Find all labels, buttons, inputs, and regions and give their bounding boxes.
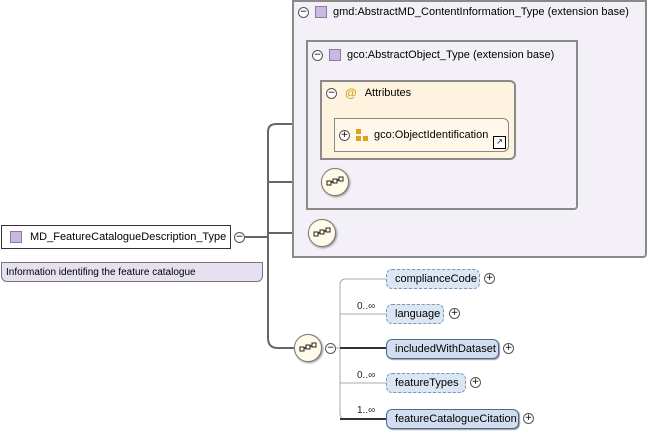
cardinality-label: 1..∞ [357, 405, 376, 416]
collapse-icon[interactable]: − [326, 87, 337, 99]
attribute-group-icon [356, 129, 368, 141]
attributes-title: Attributes [364, 87, 412, 99]
attribute-group-item[interactable]: + gco:ObjectIdentification ↗ [334, 118, 509, 152]
sequence-compositor-icon[interactable] [308, 219, 336, 247]
extension-title: gco:AbstractObject_Type (extension base) [347, 49, 555, 61]
expand-icon[interactable]: + [470, 377, 481, 388]
expand-icon[interactable]: + [339, 129, 350, 141]
element-label: language [395, 308, 441, 320]
complex-type-icon [329, 49, 341, 61]
complex-type-icon [315, 6, 327, 18]
sequence-compositor-icon[interactable] [321, 168, 349, 196]
element-language[interactable]: language [386, 304, 444, 324]
complex-type-icon [10, 231, 22, 243]
attribute-group-label: gco:ObjectIdentification [374, 129, 489, 141]
root-type-label: MD_FeatureCatalogueDescription_Type [30, 231, 227, 243]
collapse-icon[interactable]: − [234, 232, 245, 243]
sequence-compositor-icon[interactable] [294, 334, 322, 362]
expand-icon[interactable]: + [503, 343, 514, 354]
expand-icon[interactable]: + [523, 413, 534, 424]
collapse-icon[interactable]: − [298, 6, 309, 18]
expand-icon[interactable]: + [484, 273, 495, 284]
element-label: featureCatalogueCitation [395, 413, 517, 425]
collapse-icon[interactable]: − [325, 343, 336, 354]
expand-icon[interactable]: + [449, 308, 460, 319]
documentation-text: Information identifing the feature catal… [6, 266, 196, 278]
cardinality-label: 0..∞ [357, 301, 376, 312]
attribute-at-icon: @ [345, 86, 357, 100]
cardinality-label: 0..∞ [357, 370, 376, 381]
root-complex-type[interactable]: MD_FeatureCatalogueDescription_Type [1, 225, 231, 249]
element-label: complianceCode [395, 273, 477, 285]
documentation-annotation: Information identifing the feature catal… [1, 262, 263, 282]
element-label: includedWithDataset [395, 343, 496, 355]
extension-title: gmd:AbstractMD_ContentInformation_Type (… [333, 6, 629, 18]
element-label: featureTypes [395, 377, 459, 389]
element-compliance-code[interactable]: complianceCode [386, 269, 480, 289]
element-feature-types[interactable]: featureTypes [386, 373, 466, 393]
element-feature-catalogue-citation[interactable]: featureCatalogueCitation [386, 409, 519, 429]
go-to-definition-icon[interactable]: ↗ [493, 136, 506, 149]
element-included-with-dataset[interactable]: includedWithDataset [386, 339, 499, 359]
collapse-icon[interactable]: − [312, 49, 323, 61]
